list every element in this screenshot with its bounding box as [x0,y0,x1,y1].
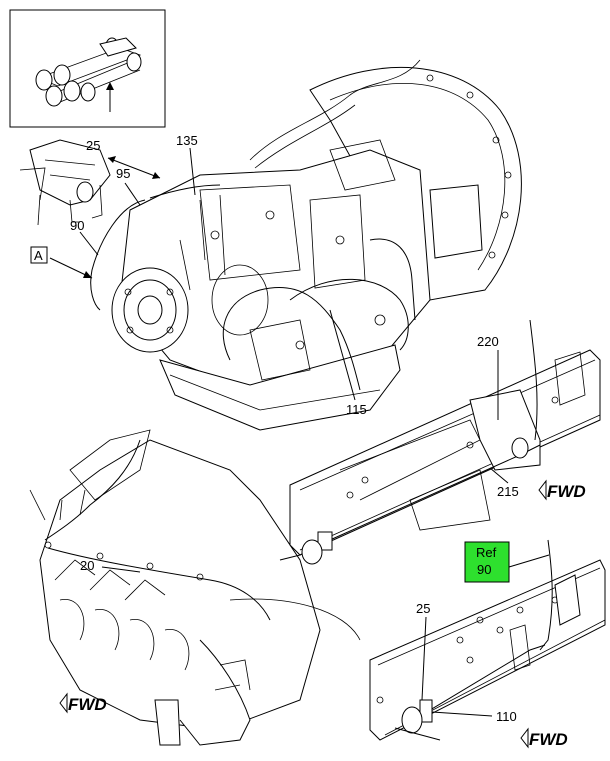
callout-a: A [34,248,43,263]
frame-rail-upper [279,319,601,565]
fwd-label-right-lower: FWD [520,727,568,749]
fwd-label-right-upper: FWD [538,479,586,501]
callout-115: 115 [346,402,367,417]
ref-90-box[interactable]: Ref 90 [464,541,510,583]
callout-95: 95 [116,166,130,181]
callout-25-top: 25 [86,138,100,153]
fwd-text: FWD [529,730,568,749]
fwd-text: FWD [547,482,586,501]
transmission-assembly [90,59,522,431]
up-arrow-icon [106,82,114,90]
callout-90: 90 [70,218,84,233]
ref-box-background [464,541,510,583]
fwd-arrow-icon [538,479,547,501]
leader-lines [49,147,550,717]
callout-110: 110 [496,709,517,724]
chassis-inset [9,9,166,128]
callout-135: 135 [176,133,198,148]
fwd-arrow-icon [520,727,529,749]
view-label-a: A [30,246,48,264]
callout-220: 220 [477,334,499,349]
callout-25-bottom: 25 [416,601,430,616]
fwd-text: FWD [68,695,107,714]
callout-215: 215 [497,484,519,499]
engine-assembly [29,429,361,746]
fwd-arrow-icon [59,692,68,714]
ref-number: 90 [477,562,491,577]
ref-label: Ref [476,545,497,560]
frame-rail-lower [369,539,606,741]
vent-bracket-upper [19,139,111,226]
fwd-label-left-lower: FWD [59,692,107,714]
callout-20: 20 [80,558,94,573]
